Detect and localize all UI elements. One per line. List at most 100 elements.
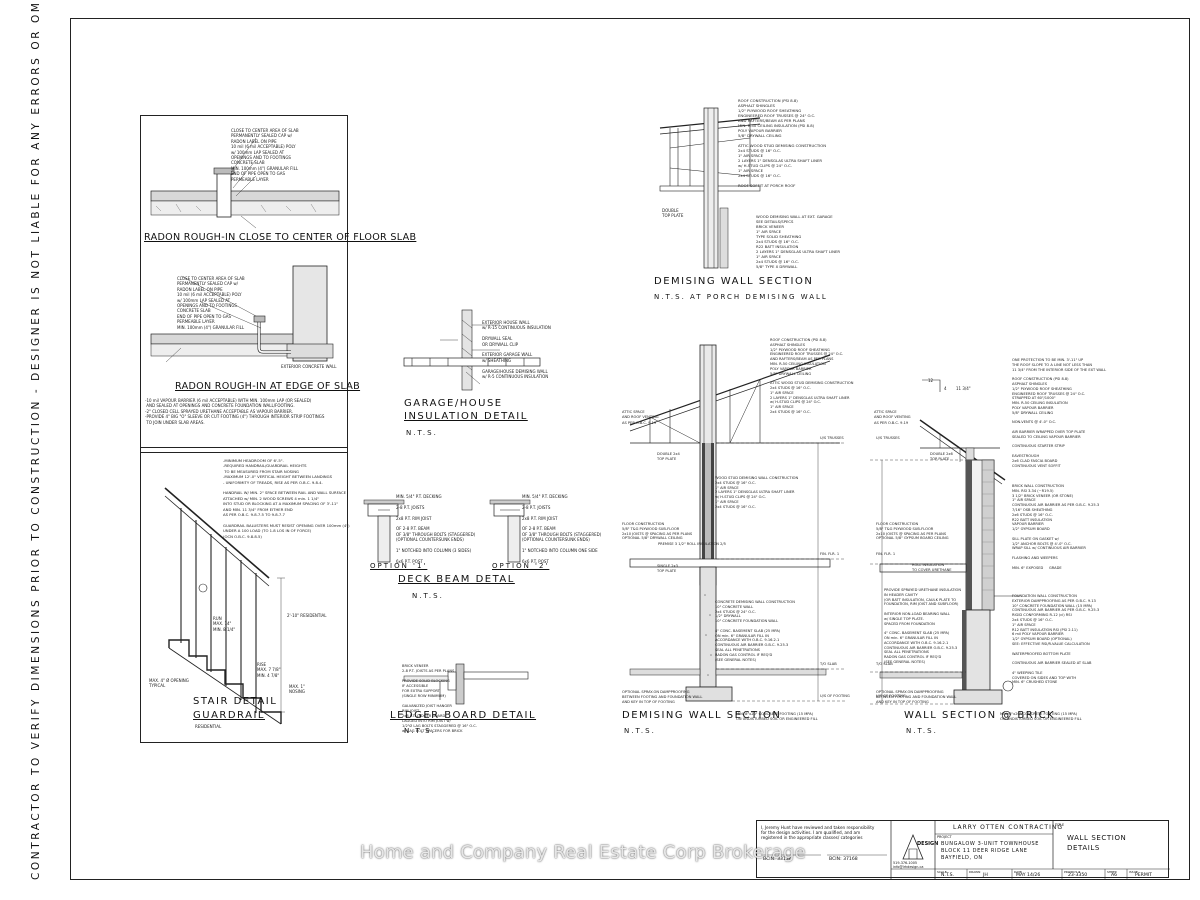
demising-main-trusses: U/S TRUSSES — [820, 436, 844, 440]
brick-footing: MIN. 6"x20" CONCRETE FOOTING (15 MPA) ON… — [1000, 712, 1082, 721]
demising-top-notes: ROOF CONSTRUCTION (PSI 8.8) ASPHALT SHIN… — [738, 98, 827, 188]
deck-option-1-drawing — [363, 499, 405, 563]
brick-inner-notes: PROVIDE SPRAYED URETHANE INSULATION IN H… — [884, 588, 962, 664]
sheet-number-label: SHEET — [1107, 870, 1117, 874]
demising-main-drawing — [629, 344, 845, 702]
brick-roll-note: ROLL INSULATION TO COVER URETHANE — [912, 563, 952, 572]
ledger-drawing — [403, 663, 529, 705]
radon-panel: CLOSE TO CENTER AREA OF SLAB PERMANENTLY… — [140, 115, 416, 453]
deck-drawing — [363, 499, 531, 563]
stair-rise-note: RISE MAX. 7 7/8" MIN. 4 7/8" — [257, 662, 281, 678]
project-name: BUNGALOW 3-UNIT TOWNHOUSE BLOCK 11 DEER … — [941, 841, 1040, 861]
demising-main-double-plate: DOUBLE 2x4 TOP PLATE — [657, 452, 680, 462]
stair-panel: -MINIMUM HEADROOM OF 6'-5". -REQUIRED HA… — [140, 447, 350, 743]
deck-title: DECK BEAM DETAL — [398, 574, 515, 585]
demising-main-slab: T/O SLAB — [820, 662, 837, 666]
demising-main-floor-notes: FLOOR CONSTRUCTION 5/8" T&G PLYWOOD SUB-… — [622, 522, 693, 541]
brick-plate: DOUBLE 2x6 TOP PLATE — [930, 452, 953, 462]
radon-footnotes: -10 mil VAPOUR BARRIER (6 mil ACCEPTABLE… — [145, 398, 325, 425]
stair-nosing-note: MAX. 1" NOSING — [289, 684, 305, 695]
garage-drawing — [403, 309, 541, 391]
radon-center-title: RADON ROUGH-IN CLOSE TO CENTER OF FLOOR … — [144, 232, 417, 243]
brick-trusses: U/S TRUSSES — [876, 436, 900, 440]
deck-option-1-notes: MIN. 5/4" P.T. DECKING 2-8 P.T. JOISTS 2… — [396, 494, 476, 564]
deck-option-1-label: OPTION '1' — [370, 562, 428, 570]
certification-text: I, Jeremy Hunt have reviewed and taken r… — [761, 825, 875, 841]
brick-slab: T/O SLAB — [876, 662, 893, 666]
demising-main-wall-notes: WOOD STUD DEMISING WALL CONSTRUCTION 2x4… — [715, 476, 799, 509]
brokerage-watermark: Home and Company Real Estate Corp Broker… — [360, 842, 806, 863]
demising-main-footing-level: U/S OF FOOTING — [820, 694, 850, 698]
radon-center-notes: CLOSE TO CENTER AREA OF SLAB PERMANENTLY… — [231, 128, 299, 182]
demising-main-title: DEMISING WALL SECTION — [622, 710, 782, 721]
title-block: I, Jeremy Hunt have reviewed and taken r… — [756, 820, 1170, 879]
deck-option-2-label: OPTION '2' — [492, 562, 550, 570]
radon-exterior-wall-label: EXTERIOR CONCRETE WALL — [281, 364, 337, 369]
date-value: MAY 14/26 — [1016, 873, 1041, 878]
stair-title-2: GUARDRAIL — [193, 710, 265, 721]
title-label: TITLE — [1055, 823, 1065, 827]
drawn-value: JH — [983, 873, 988, 878]
date-label: DATE — [1014, 870, 1022, 874]
ledger-sub: N.T.S. — [404, 727, 436, 735]
demising-top-notes-2: WOOD DEMISING WALL AT EXT. GARAGE SEE DE… — [756, 214, 840, 269]
issue-value: PERMIT — [1135, 873, 1152, 878]
title-block-grid — [761, 821, 1170, 879]
sheet-border — [70, 18, 1190, 880]
demising-main-sub: N.T.S. — [624, 727, 656, 735]
brick-roof-notes: ONE PROTECTION TO BE MIN. 3'-11" UP THE … — [1012, 358, 1107, 468]
demising-top-sub: N.T.S. AT PORCH DEMISING WALL — [654, 293, 828, 301]
stair-notes: -MINIMUM HEADROOM OF 6'-5". -REQUIRED HA… — [223, 458, 350, 539]
stair-handrail-note: 2'-10" RESIDENTIAL — [287, 613, 327, 618]
brick-footing-level: U/S OF FOOTING — [876, 694, 906, 698]
design-logo-text: DESIGN — [917, 841, 939, 847]
brick-sub: N.T.S. — [906, 727, 938, 735]
demising-top-drawing — [659, 107, 761, 269]
garage-title-2: INSULATION DETAIL — [404, 411, 528, 422]
garage-notes: EXTERIOR HOUSE WALL w/ R-15 CONTINUOUS I… — [482, 320, 551, 380]
deck-sub: N.T.S. — [412, 592, 444, 600]
brick-attic: ATTIC SPACE AND ROOF VENTING AS PER O.B.… — [874, 410, 911, 425]
brick-slope-a: 12 — [928, 378, 934, 383]
brick-bottom-notes: OPTIONAL SPRAY-ON DAMPPROOFING BETWEEN F… — [876, 690, 957, 704]
scale-label: SCALE — [937, 870, 947, 874]
brick-overhang: 11 3/4" — [956, 386, 971, 391]
demising-main-roof-notes: ROOF CONSTRUCTION (PSI 8.8) ASPHALT SHIN… — [770, 338, 854, 414]
stair-title: STAIR DETAIL — [193, 696, 278, 707]
stair-opening-note: MAX. 4" Ø OPENING TYPICAL — [149, 678, 189, 689]
design-logo-icon — [902, 833, 924, 860]
demising-top-plate-label: DOUBLE TOP PLATE — [662, 208, 684, 219]
brick-drawing — [870, 379, 1020, 705]
ledger-title: LEDGER BOARD DETAIL — [390, 710, 537, 721]
demising-main-attic: ATTIC SPACE AND ROOF VENTING AS PER O.B.… — [622, 410, 659, 425]
demising-main-fin-flr: FIN. FLR. 1 — [820, 552, 840, 556]
bcin-1: BCIN: 33136 — [763, 857, 792, 862]
demising-top-title: DEMISING WALL SECTION — [654, 276, 814, 287]
ledger-notes: BRICK VENEER 2-8 P.T. JOISTS AS PER PLAN… — [402, 664, 477, 733]
scale-value: N.T.S. — [941, 873, 954, 878]
sheet-title: WALL SECTION DETAILS — [1067, 834, 1127, 852]
bcin-2: BCIN: 37168 — [829, 857, 858, 862]
radon-edge-notes: CLOSE TO CENTER AREA OF SLAB PERMANENTLY… — [177, 276, 245, 330]
demising-main-premise: PREMISE 3 1/2" ROLL INSULATION 2/5 — [658, 542, 726, 546]
brick-floor-notes: FLOOR CONSTRUCTION 5/8" T&G PLYWOOD SUB-… — [876, 522, 949, 541]
drawn-label: DRAWN — [969, 870, 981, 874]
sheet-number-value: A6 — [1111, 873, 1118, 878]
project-number-label: PROJECT # — [1064, 870, 1081, 874]
brick-wall-notes: BRICK WALL CONSTRUCTION MIN. RSI 3.34 (~… — [1012, 484, 1100, 570]
demising-main-single-plate: SINGLE 2x3 TOP PLATE — [657, 564, 678, 574]
brick-fin-flr: FIN. FLR. 1 — [876, 552, 896, 556]
project-number-value: 23-3350 — [1068, 873, 1088, 878]
stair-sub: RESIDENTIAL — [195, 724, 222, 729]
stair-drawing — [164, 487, 285, 725]
demising-main-footing: MIN. 8"x20" CONCRETE FOOTING (15 MPA) ON… — [736, 712, 818, 721]
brick-slope-b: 4 — [944, 386, 947, 391]
demising-main-found-notes: CONCRETE DEMISING WALL CONSTRUCTION 10" … — [715, 600, 795, 662]
radon-edge-title: RADON ROUGH-IN AT EDGE OF SLAB — [175, 381, 361, 392]
contact-info: 519-376-1005 info@lrhdesign.ca — [893, 861, 924, 869]
brick-found-notes: FOUNDATION WALL CONSTRUCTION EXTERIOR DA… — [1012, 594, 1100, 685]
radon-drawing — [150, 137, 340, 363]
deck-option-2-notes: MIN. 5/4" P.T. DECKING 2-8 P.T. JOISTS 2… — [522, 494, 602, 564]
garage-sub: N.T.S. — [406, 429, 438, 437]
